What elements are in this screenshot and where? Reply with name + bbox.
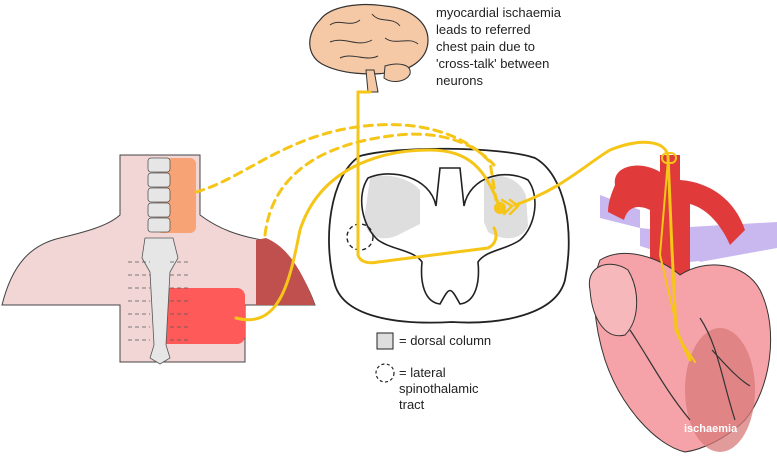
legend-lateral-tract-label: = lateral spinothalamic tract	[399, 365, 479, 412]
ascending-tract-to-brain	[356, 90, 498, 265]
legend	[375, 332, 395, 383]
heart-afferent-nerve	[513, 140, 692, 362]
brainstem	[365, 69, 379, 93]
coronary-arteries	[629, 317, 751, 421]
rib-segment-lines	[128, 261, 190, 341]
synapse-dot	[494, 202, 506, 214]
right-atrium	[588, 263, 638, 337]
heart-afferent-nerve-2	[658, 159, 696, 363]
grey-matter-butterfly	[360, 167, 536, 305]
spinal-cord-outline	[328, 147, 570, 324]
synapse-terminal	[500, 198, 520, 216]
ischaemia-region	[685, 328, 755, 452]
cerebellum	[383, 63, 411, 82]
ischaemia-label: ischaemia	[684, 423, 738, 435]
lateral-tract-swatch	[375, 363, 395, 383]
legend-dorsal-column-label: = dorsal column	[399, 333, 492, 348]
brain	[309, 3, 429, 93]
dorsal-root-afferent	[234, 148, 502, 322]
spinal-column	[141, 157, 179, 365]
grey-matter-right	[484, 175, 528, 239]
brain-shape	[309, 3, 429, 75]
grey-matter-left	[364, 175, 420, 239]
diagram-caption: myocardial ischaemia leads to referred c…	[436, 5, 561, 88]
nerve-pathways	[194, 90, 696, 363]
lateral-spinothalamic-tract-marker	[346, 223, 374, 251]
arm-dermatome-nerve	[263, 132, 496, 237]
aorta	[608, 155, 745, 290]
torso	[1, 154, 316, 365]
arm-pain-area	[256, 238, 315, 305]
dorsal-column-swatch	[376, 332, 394, 350]
chest-referred-pain-area	[155, 288, 245, 344]
spinal-cord-section	[328, 147, 570, 324]
heart	[588, 152, 777, 453]
neck-dermatome-nerve	[194, 123, 498, 202]
brain-gyri	[329, 13, 419, 59]
